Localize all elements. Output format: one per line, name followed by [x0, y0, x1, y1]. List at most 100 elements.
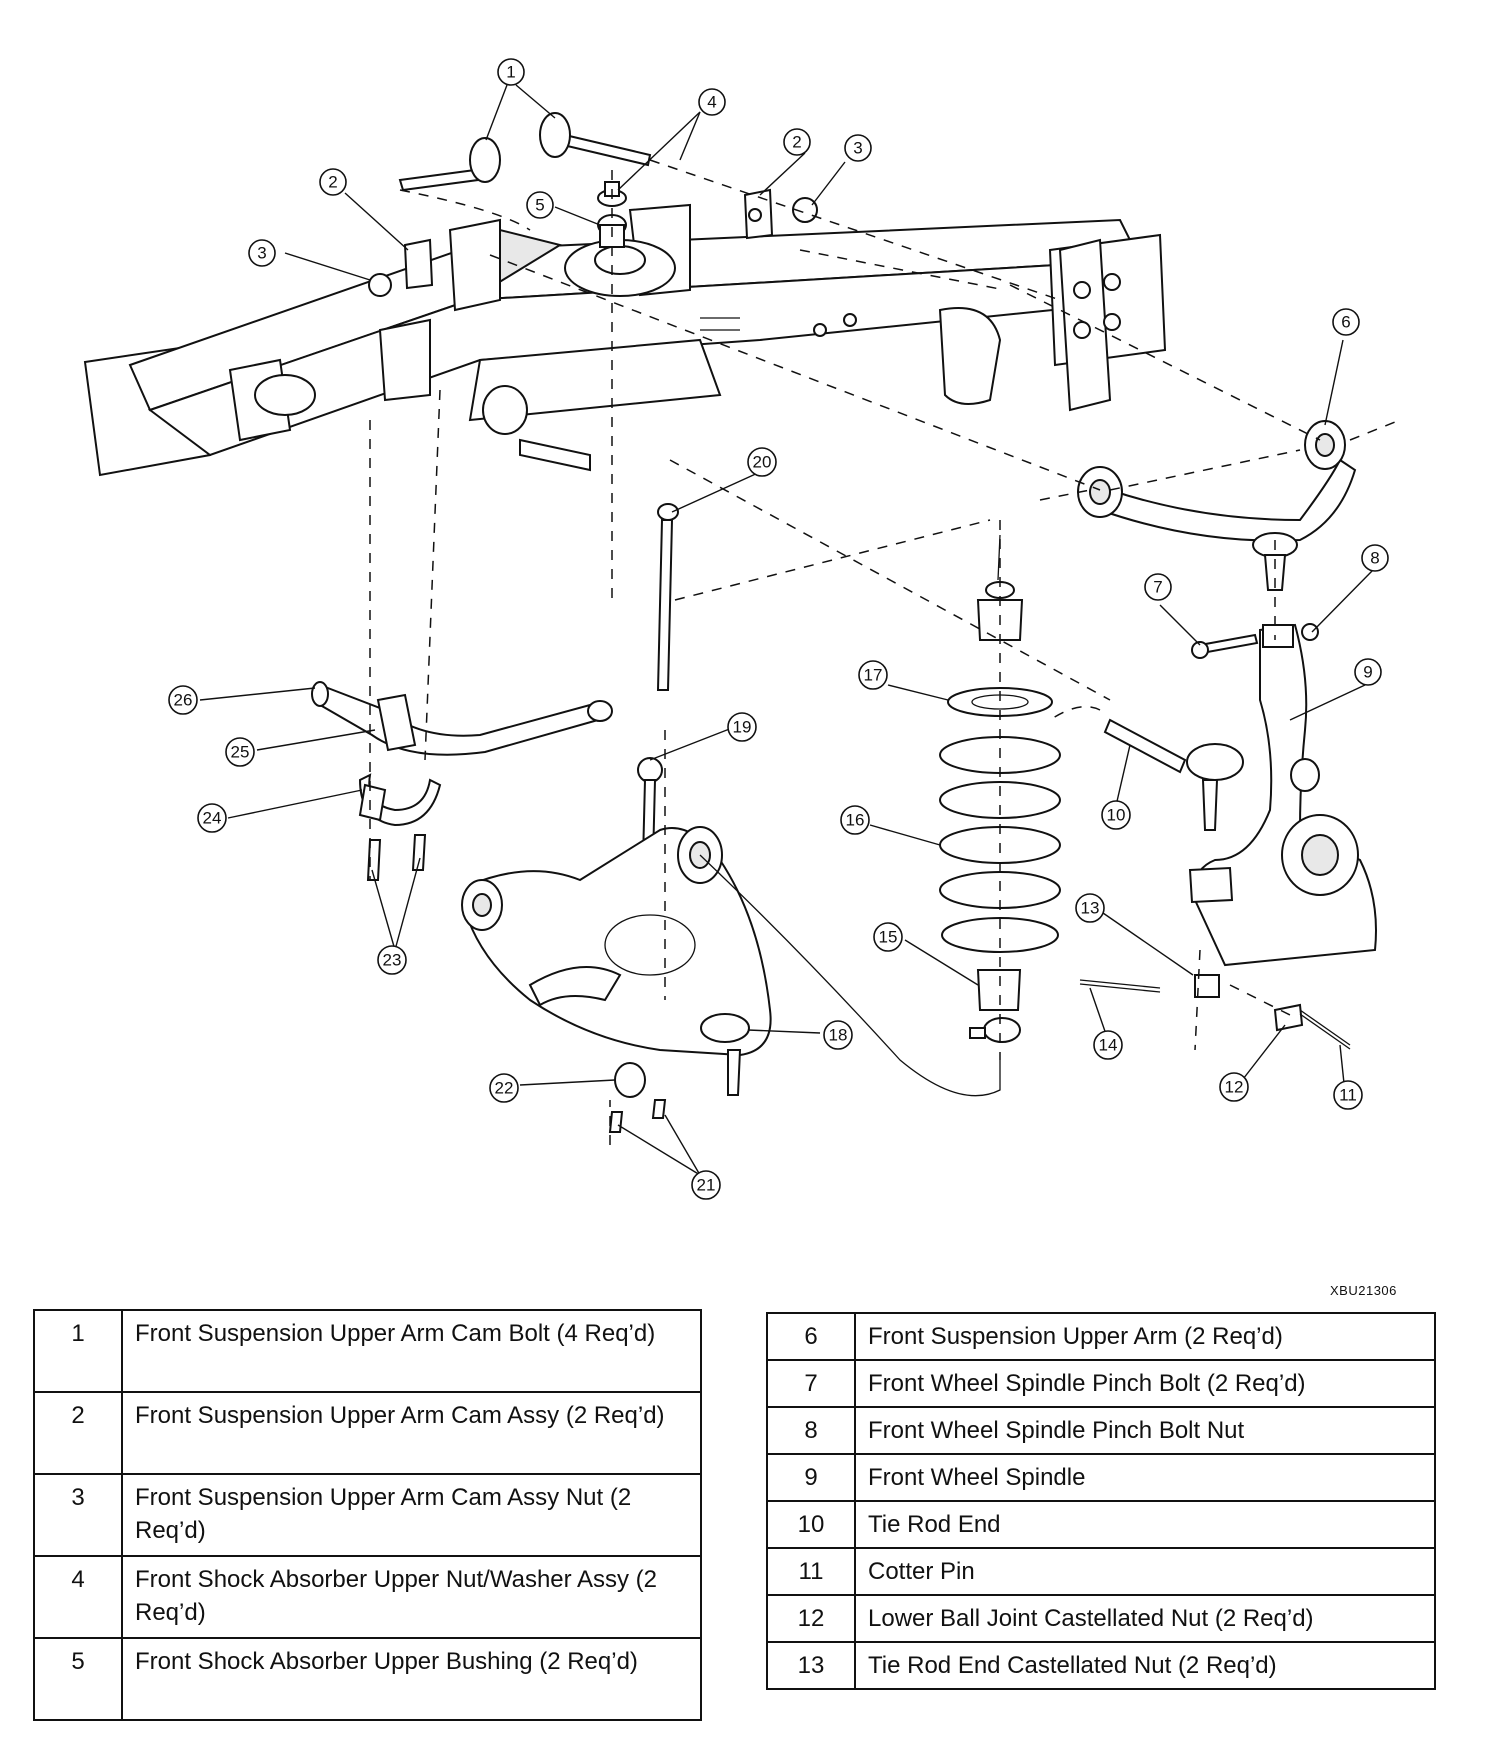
coil-spring — [939, 687, 1061, 953]
svg-text:17: 17 — [864, 666, 883, 685]
legend-row: 8 Front Wheel Spindle Pinch Bolt Nut — [766, 1406, 1436, 1455]
callout-15: 15 — [873, 922, 903, 952]
legend-row: 12 Lower Ball Joint Castellated Nut (2 R… — [766, 1594, 1436, 1643]
legend-number: 3 — [33, 1473, 123, 1557]
parts-legend-left: 1 Front Suspension Upper Arm Cam Bolt (4… — [33, 1309, 702, 1721]
legend-number: 12 — [766, 1594, 856, 1643]
legend-number: 6 — [766, 1312, 856, 1361]
front-wheel-spindle — [1188, 623, 1377, 967]
callout-18: 18 — [823, 1020, 853, 1050]
callout-20: 20 — [747, 447, 777, 477]
callout-21: 21 — [691, 1170, 721, 1200]
svg-text:26: 26 — [174, 691, 193, 710]
legend-description: Front Suspension Upper Arm Cam Assy (2 R… — [121, 1391, 702, 1475]
svg-text:3: 3 — [853, 139, 862, 158]
shock-upper-hardware — [597, 181, 627, 248]
legend-number: 1 — [33, 1309, 123, 1393]
legend-row: 1 Front Suspension Upper Arm Cam Bolt (4… — [33, 1309, 702, 1393]
parts-legend-right: 6 Front Suspension Upper Arm (2 Req’d) 7… — [766, 1312, 1436, 1690]
callout-12: 12 — [1219, 1072, 1249, 1102]
svg-text:11: 11 — [1339, 1086, 1357, 1105]
exploded-suspension-diagram: 1 4 2 3 2 5 3 6 20 8 7 9 17 26 19 25 10 … — [83, 58, 1401, 1200]
legend-number: 8 — [766, 1406, 856, 1455]
tie-rod-end — [1103, 718, 1244, 831]
callout-23: 23 — [377, 945, 407, 975]
legend-description: Front Wheel Spindle Pinch Bolt (2 Req’d) — [854, 1359, 1436, 1408]
legend-number: 5 — [33, 1637, 123, 1721]
callout-2: 2 — [319, 168, 347, 196]
svg-text:19: 19 — [733, 718, 752, 737]
legend-description: Tie Rod End Castellated Nut (2 Req’d) — [854, 1641, 1436, 1690]
svg-text:8: 8 — [1370, 549, 1379, 568]
legend-description: Tie Rod End — [854, 1500, 1436, 1549]
svg-text:2: 2 — [792, 133, 801, 152]
legend-row: 10 Tie Rod End — [766, 1500, 1436, 1549]
svg-text:3: 3 — [257, 244, 266, 263]
legend-description: Lower Ball Joint Castellated Nut (2 Req’… — [854, 1594, 1436, 1643]
svg-text:23: 23 — [383, 951, 402, 970]
svg-text:22: 22 — [495, 1079, 514, 1098]
legend-row: 9 Front Wheel Spindle — [766, 1453, 1436, 1502]
legend-number: 11 — [766, 1547, 856, 1596]
callout-8: 8 — [1361, 544, 1389, 572]
upper-control-arm — [1077, 420, 1357, 591]
callout-16: 16 — [840, 805, 870, 835]
legend-row: 13 Tie Rod End Castellated Nut (2 Req’d) — [766, 1641, 1436, 1690]
svg-text:15: 15 — [879, 928, 898, 947]
legend-description: Front Wheel Spindle — [854, 1453, 1436, 1502]
shock-absorber — [969, 534, 1024, 1043]
legend-number: 4 — [33, 1555, 123, 1639]
legend-row: 4 Front Shock Absorber Upper Nut/Washer … — [33, 1555, 702, 1639]
callout-24: 24 — [197, 803, 227, 833]
legend-row: 11 Cotter Pin — [766, 1547, 1436, 1596]
frame-crossmember — [83, 203, 1167, 477]
pinch-bolt-and-nut — [1191, 623, 1319, 659]
callout-13: 13 — [1075, 893, 1105, 923]
svg-text:25: 25 — [231, 743, 250, 762]
legend-number: 7 — [766, 1359, 856, 1408]
svg-text:18: 18 — [829, 1026, 848, 1045]
legend-row: 5 Front Shock Absorber Upper Bushing (2 … — [33, 1637, 702, 1721]
svg-text:21: 21 — [697, 1176, 716, 1195]
callout-9: 9 — [1354, 658, 1382, 686]
svg-text:12: 12 — [1225, 1078, 1244, 1097]
figure-code: XBU21306 — [1330, 1283, 1397, 1298]
lower-control-arm — [461, 826, 772, 1096]
svg-text:6: 6 — [1341, 313, 1350, 332]
assembly-lines — [369, 159, 1401, 1145]
callout-26: 26 — [168, 685, 198, 715]
legend-description: Front Suspension Upper Arm (2 Req’d) — [854, 1312, 1436, 1361]
callout-3: 3 — [248, 239, 276, 267]
callout-5: 5 — [526, 191, 554, 219]
cam-assemblies — [368, 188, 818, 297]
legend-description: Front Suspension Upper Arm Cam Bolt (4 R… — [121, 1309, 702, 1393]
svg-text:7: 7 — [1153, 578, 1162, 597]
svg-text:4: 4 — [707, 93, 716, 112]
legend-number: 13 — [766, 1641, 856, 1690]
svg-text:1: 1 — [506, 63, 515, 82]
legend-description: Front Shock Absorber Upper Nut/Washer As… — [121, 1555, 702, 1639]
svg-text:16: 16 — [846, 811, 865, 830]
callout-4: 4 — [698, 88, 726, 116]
svg-text:14: 14 — [1099, 1036, 1118, 1055]
legend-row: 3 Front Suspension Upper Arm Cam Assy Nu… — [33, 1473, 702, 1557]
upper-arm-cam-bolts — [398, 112, 652, 192]
leader-lines — [199, 84, 1374, 1176]
svg-text:20: 20 — [753, 453, 772, 472]
lower-arm-hardware — [608, 1062, 667, 1133]
callout-22: 22 — [489, 1073, 519, 1103]
legend-row: 6 Front Suspension Upper Arm (2 Req’d) — [766, 1312, 1436, 1361]
callout-3: 3 — [844, 134, 872, 162]
legend-description: Front Suspension Upper Arm Cam Assy Nut … — [121, 1473, 702, 1557]
callout-14: 14 — [1093, 1030, 1123, 1060]
legend-row: 7 Front Wheel Spindle Pinch Bolt (2 Req’… — [766, 1359, 1436, 1408]
callout-6: 6 — [1332, 308, 1360, 336]
callout-19: 19 — [727, 712, 757, 742]
legend-description: Front Wheel Spindle Pinch Bolt Nut — [854, 1406, 1436, 1455]
legend-description: Cotter Pin — [854, 1547, 1436, 1596]
svg-text:10: 10 — [1107, 806, 1126, 825]
svg-text:2: 2 — [328, 173, 337, 192]
legend-description: Front Shock Absorber Upper Bushing (2 Re… — [121, 1637, 702, 1721]
legend-row: 2 Front Suspension Upper Arm Cam Assy (2… — [33, 1391, 702, 1475]
legend-number: 9 — [766, 1453, 856, 1502]
